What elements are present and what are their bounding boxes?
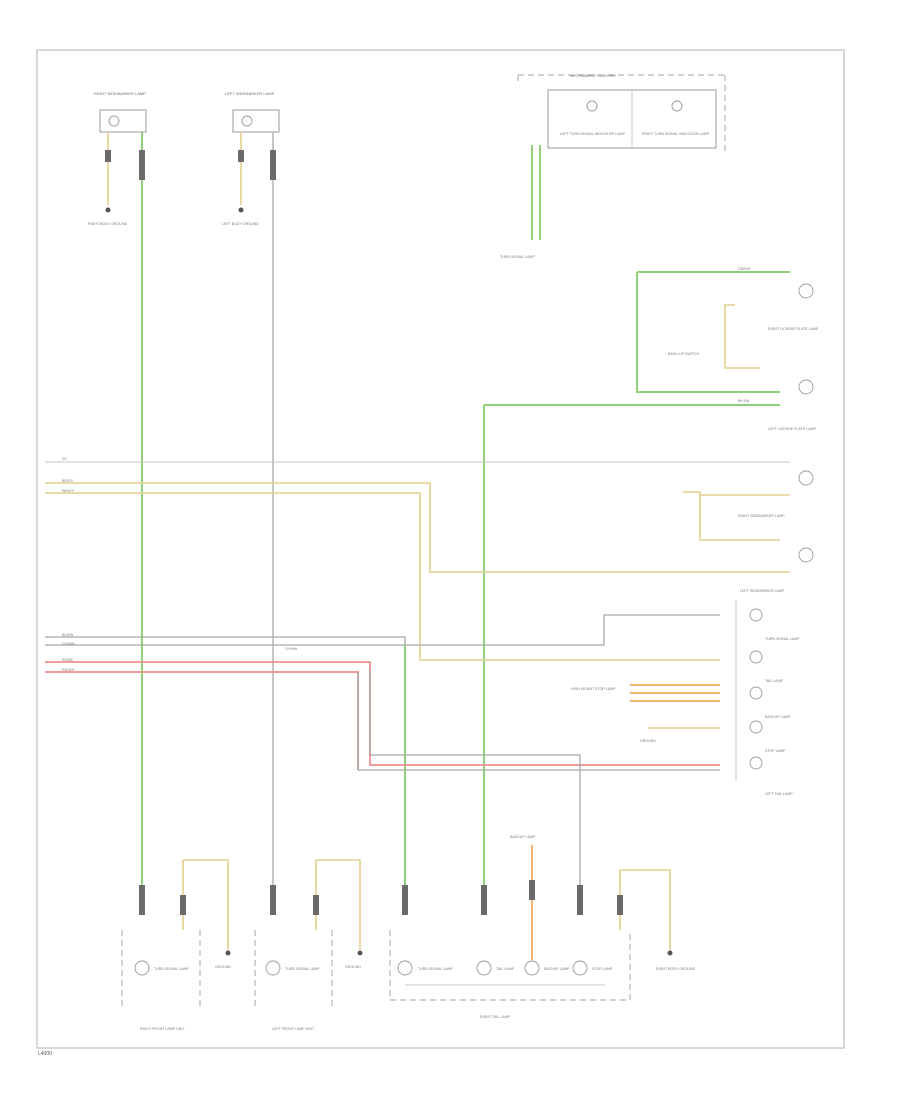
ground-label-rear: GROUND — [640, 739, 656, 743]
ground-symbol-icon — [667, 950, 673, 956]
lamp-bulb-icon — [476, 960, 492, 976]
right-license-plate-icon — [798, 283, 814, 299]
rear-tail-lamp-label: TAIL LAMP — [496, 967, 515, 971]
left-sidemarker-rear-label: LEFT SIDEMARKER LAMP — [740, 589, 785, 593]
ground-symbol-icon — [238, 207, 244, 213]
wire-gray-harness-2 — [45, 614, 720, 646]
left-tail-lamp-label: LEFT TAIL LAMP — [765, 792, 793, 796]
right-tail-lamp-block: TURN SIGNAL LAMP TAIL LAMP BACKUP LAMP S… — [389, 835, 631, 1019]
wire-label-gy: GY — [62, 457, 68, 461]
left-turn-indicator-label: LEFT TURN SIGNAL INDICATOR LAMP — [560, 132, 626, 136]
wire-label-gy-wh: GY/WH — [62, 642, 75, 646]
backup-feed-label: BACKUP LAMP — [510, 835, 536, 839]
wire-red-harness-1 — [45, 661, 720, 766]
ground-symbol-icon — [105, 207, 111, 213]
lamp-bulb-icon — [397, 960, 413, 976]
lamp-bulb-icon — [749, 650, 763, 664]
right-front-lamp-unit-label: RIGHT FRONT LAMP UNIT — [140, 1027, 185, 1031]
wire-tan-left-sidemarker — [45, 492, 720, 661]
right-sidemarker-assembly: RIGHT SIDEMARKER LAMP RIGHT BODY GROUND — [88, 91, 147, 226]
left-front-lamp-unit: TURN SIGNAL LAMP GROUND LEFT FRONT LAMP … — [254, 859, 363, 1031]
ground-symbol-icon — [225, 950, 231, 956]
rear-backup-lamp-label: BACKUP LAMP — [544, 967, 570, 971]
backup-lamp-label: BACKUP LAMP — [765, 715, 791, 719]
lamp-bulb-icon — [749, 756, 763, 770]
page-code: L4000 — [38, 1051, 52, 1057]
high-mount-stop-label: HIGH MOUNT STOP LAMP — [571, 687, 616, 691]
diagram-frame — [36, 49, 845, 1049]
right-tail-lamp-label: RIGHT TAIL LAMP — [480, 1015, 511, 1019]
left-license-plate-icon — [798, 379, 814, 395]
right-sidemarker-box — [99, 109, 147, 133]
ground-l-label: GROUND — [345, 965, 361, 969]
right-license-plate-label: RIGHT LICENSE PLATE LAMP — [768, 327, 819, 331]
right-sidemarker-rear-label: RIGHT SIDEMARKER LAMP — [738, 514, 785, 518]
rear-turn-lamp-label: TURN SIGNAL LAMP — [418, 967, 453, 971]
cluster-connector-label: TURN SIGNAL LAMP — [500, 255, 535, 259]
right-turn-indicator-label: RIGHT TURN SIGNAL INDICATOR LAMP — [642, 132, 710, 136]
lamp-bulb-icon — [749, 608, 763, 622]
left-sidemarker-label: LEFT SIDEMARKER LAMP — [225, 91, 275, 96]
left-tail-lamp-block: LEFT SIDEMARKER LAMP TURN SIGNAL LAMP TA… — [735, 589, 800, 796]
back-up-switch-label: BACK-UP SWITCH — [668, 352, 699, 356]
wire-label-bk-gn: BK/GN — [738, 399, 750, 403]
ground-symbol-icon — [357, 950, 363, 956]
wire-tan-right-sidemarker — [45, 482, 790, 573]
lamp-bulb-icon — [572, 960, 588, 976]
right-front-lamp-unit: TURN SIGNAL LAMP GROUND RIGHT FRONT LAMP… — [121, 859, 231, 1031]
wire-label-wh-gy: WH/GY — [62, 489, 75, 493]
right-front-turn-label: TURN SIGNAL LAMP — [154, 967, 189, 971]
svg-text:GY/WH: GY/WH — [285, 647, 298, 651]
left-sidemarker-box — [232, 109, 280, 133]
right-turn-indicator-icon — [671, 100, 683, 112]
left-sidemarker-bulb-icon — [241, 115, 253, 127]
lamp-bulb-icon — [524, 960, 540, 976]
wire-label-rd-wh: RD/WH — [62, 668, 75, 672]
left-body-ground-label: LEFT BODY GROUND — [222, 222, 259, 226]
left-turn-indicator-icon — [586, 100, 598, 112]
front-turn-bulb-icon — [265, 960, 281, 976]
wire-label-br-gy: BR/GY — [62, 479, 74, 483]
right-body-ground-label: RIGHT BODY GROUND — [88, 222, 128, 226]
ground-r-label: GROUND — [215, 965, 231, 969]
tail-lamp-label: TAIL LAMP — [765, 679, 784, 683]
rear-stop-lamp-label: STOP LAMP — [592, 967, 613, 971]
wire-red-harness-2 — [45, 671, 359, 770]
wire-label-bu-gn: BU/GN — [62, 633, 74, 637]
turn-signal-lamp-label: TURN SIGNAL LAMP — [765, 637, 800, 641]
left-license-plate-label: LEFT LICENSE PLATE LAMP — [768, 427, 817, 431]
lamp-bulb-icon — [749, 686, 763, 700]
front-turn-bulb-icon — [134, 960, 150, 976]
left-sidemarker-assembly: LEFT SIDEMARKER LAMP LEFT BODY GROUND — [222, 91, 280, 226]
wire-label-gn-wh-1: GN/WH — [738, 267, 751, 271]
right-body-ground-bottom-label: RIGHT BODY GROUND — [656, 967, 696, 971]
right-sidemarker-label: RIGHT SIDEMARKER LAMP — [94, 91, 146, 96]
instrument-cluster-label: INSTRUMENT CLUSTER — [570, 73, 616, 78]
left-front-turn-label: TURN SIGNAL LAMP — [285, 967, 320, 971]
wire-label-rd-bk: RD/BK — [62, 658, 74, 662]
wire-gray-harness-1 — [45, 636, 406, 910]
left-front-lamp-unit-label: LEFT FRONT LAMP UNIT — [272, 1027, 315, 1031]
stop-lamp-label: STOP LAMP — [765, 749, 786, 753]
lamp-bulb-icon — [749, 720, 763, 734]
instrument-cluster: INSTRUMENT CLUSTER LEFT TURN SIGNAL INDI… — [500, 73, 726, 259]
right-sidemarker-bulb-icon — [108, 115, 120, 127]
wire-gn-license-top — [636, 272, 780, 393]
